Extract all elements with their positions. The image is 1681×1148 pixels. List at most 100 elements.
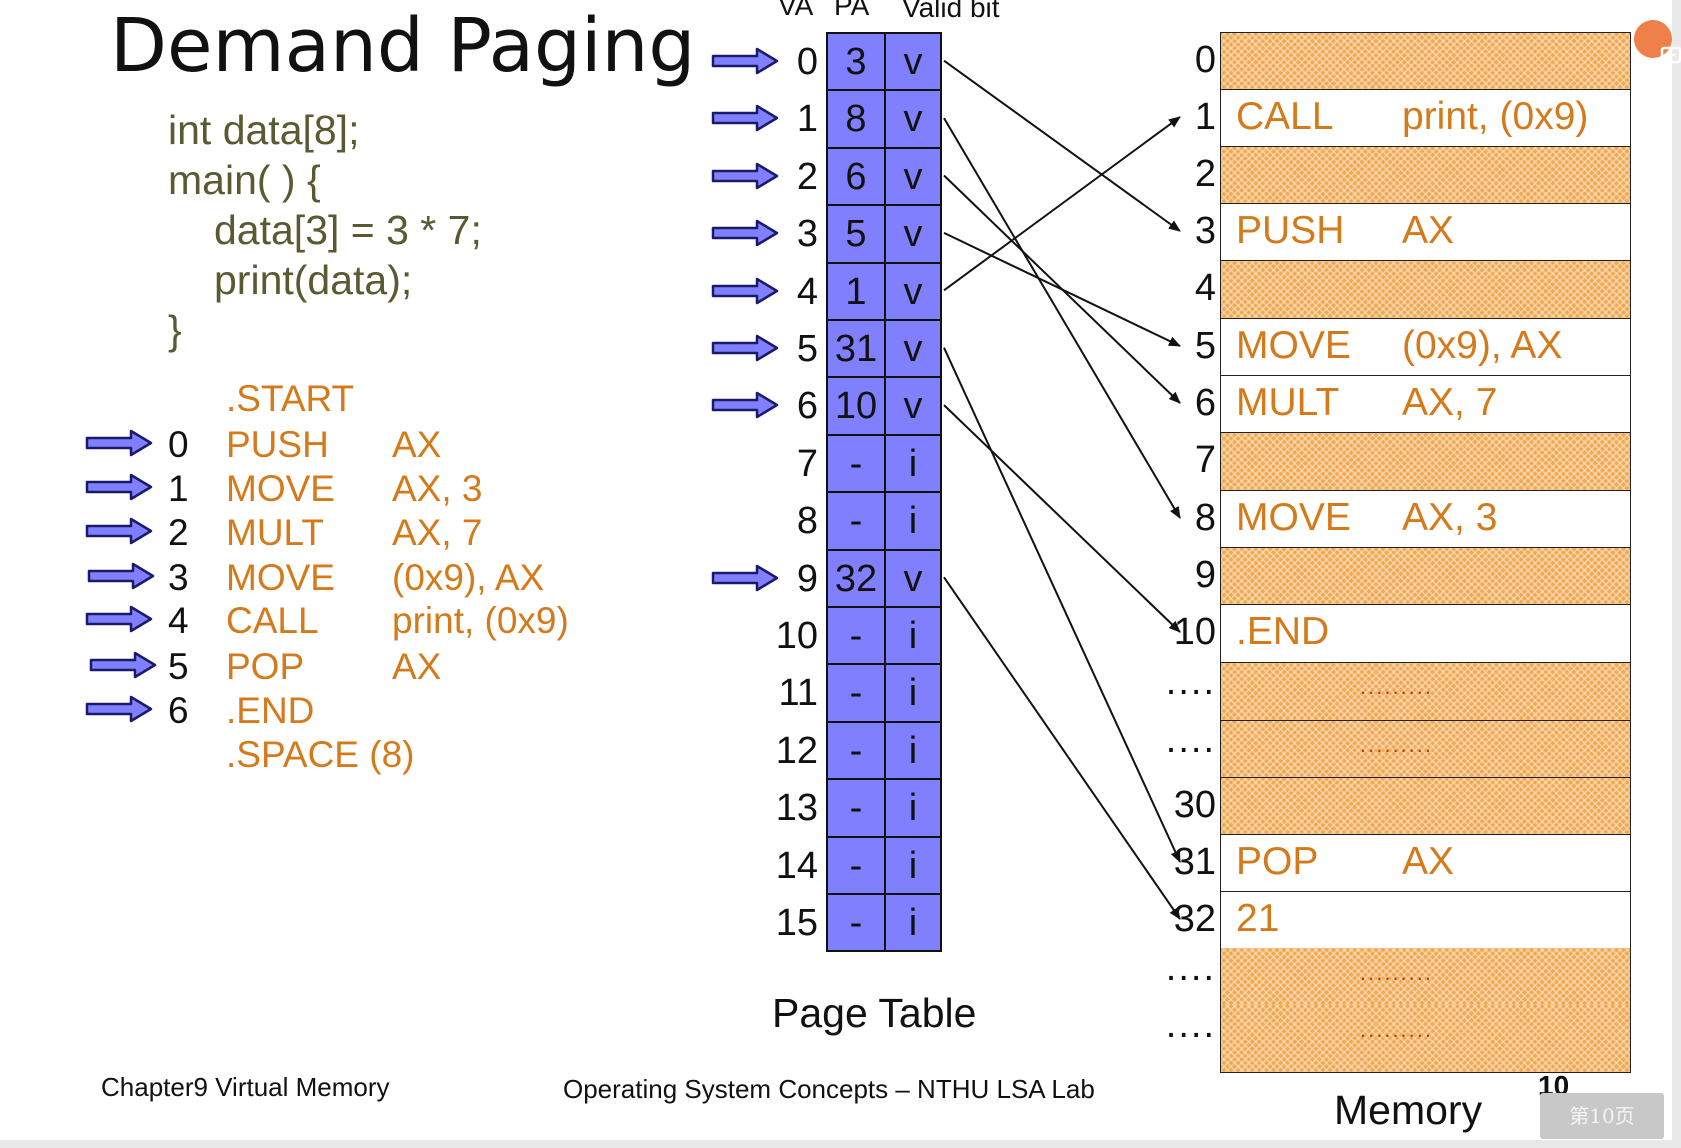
arrow-right-icon	[711, 105, 779, 132]
memory-frame	[1220, 318, 1631, 376]
arrow-right-icon	[711, 392, 779, 419]
frame-number: 10	[1173, 611, 1216, 653]
valid-bit-header: Valid bit	[902, 0, 1000, 23]
memory-frame	[1220, 146, 1631, 204]
va-header: VA	[778, 0, 814, 21]
memory-operand: AX	[1402, 209, 1455, 252]
code-line: main( ) {	[168, 157, 321, 203]
va-number: 11	[778, 672, 818, 715]
valid-bit-cell: i	[884, 893, 942, 953]
arrow-right-icon	[711, 564, 779, 591]
memory-frame	[1220, 777, 1631, 835]
frame-number: 4	[1194, 267, 1216, 309]
arrow-right-icon	[711, 47, 779, 75]
va-number: 6	[796, 385, 818, 428]
memory-frame	[1220, 891, 1631, 949]
arrow-right-icon	[85, 517, 153, 545]
valid-bit-cell: i	[884, 778, 942, 838]
va-number: 1	[796, 98, 818, 141]
arrow-right-icon	[85, 429, 153, 457]
valid-bit-cell: v	[884, 32, 942, 92]
frame-number: 5	[1194, 325, 1216, 367]
memory-ellipsis: .........	[1360, 674, 1434, 699]
memory-operand: AX, 7	[1402, 381, 1498, 424]
asm-opcode: PUSH	[226, 424, 329, 465]
va-number: 15	[775, 902, 818, 944]
pa-cell: 6	[826, 146, 886, 207]
frame-number: ....	[1165, 719, 1216, 761]
code-line: int data[8];	[168, 107, 360, 153]
overlay-action-icon[interactable]	[1634, 20, 1681, 71]
asm-line-number: 0	[168, 424, 189, 465]
memory-frame	[1220, 948, 1631, 1006]
mapping-arrow	[943, 231, 1181, 347]
pa-cell: 8	[826, 89, 886, 149]
memory-opcode: .END	[1236, 610, 1330, 653]
frame-number: ....	[1165, 947, 1216, 989]
arrow-right-icon	[711, 162, 779, 190]
valid-bit-cell: v	[884, 146, 942, 207]
asm-opcode: .END	[226, 690, 315, 731]
frame-number: 7	[1194, 439, 1216, 481]
asm-start: .START	[226, 378, 355, 419]
asm-opcode: POP	[226, 646, 305, 687]
asm-line-number: 1	[168, 468, 189, 509]
memory-ellipsis: .........	[1360, 960, 1434, 985]
code-line: print(data);	[214, 257, 413, 303]
asm-line-number: 2	[168, 512, 189, 553]
asm-space: .SPACE (8)	[226, 734, 415, 775]
asm-line-number: 3	[168, 557, 189, 598]
memory-opcode: 21	[1236, 897, 1280, 940]
memory-operand: print, (0x9)	[1402, 95, 1589, 138]
asm-opcode: MULT	[226, 512, 324, 553]
va-number: 10	[775, 615, 818, 657]
va-number: 4	[796, 270, 818, 313]
valid-bit-cell: i	[884, 433, 942, 494]
frame-number: ....	[1165, 661, 1216, 703]
va-number: 8	[796, 500, 818, 543]
va-number: 5	[796, 328, 818, 370]
frame-number: 6	[1194, 382, 1216, 424]
memory-opcode: MOVE	[1236, 496, 1351, 539]
page-table-caption: Page Table	[772, 990, 977, 1036]
va-number: 7	[796, 442, 818, 485]
va-number: 0	[796, 41, 818, 83]
memory-frame	[1220, 260, 1631, 319]
asm-operand: print, (0x9)	[392, 600, 569, 641]
memory-frame	[1220, 490, 1631, 548]
arrow-right-icon	[89, 651, 157, 679]
mapping-arrow	[943, 117, 1181, 519]
code-line: data[3] = 3 * 7;	[214, 207, 482, 253]
frame-number: 2	[1194, 153, 1216, 195]
arrow-right-icon	[85, 473, 153, 501]
mapping-arrow	[943, 404, 1181, 633]
va-number: 14	[775, 844, 818, 887]
arrow-right-icon	[711, 277, 779, 304]
arrow-right-icon	[85, 695, 153, 723]
code-line: }	[168, 307, 182, 353]
memory-frame	[1220, 203, 1631, 261]
arrow-right-icon	[711, 219, 779, 247]
memory-ellipsis: .........	[1360, 732, 1434, 757]
va-number: 12	[775, 729, 818, 772]
memory-frame	[1220, 1005, 1631, 1073]
asm-line-number: 5	[168, 646, 189, 687]
asm-opcode: CALL	[226, 600, 319, 641]
asm-operand: AX	[392, 646, 442, 687]
page-title: Demand Paging	[110, 3, 696, 89]
memory-frame	[1220, 662, 1631, 721]
va-number: 13	[775, 787, 818, 830]
frame-number: 1	[1194, 96, 1216, 138]
valid-bit-cell: v	[884, 261, 942, 321]
memory-opcode: POP	[1236, 840, 1319, 883]
va-number: 2	[796, 155, 818, 198]
arrow-right-icon	[711, 334, 779, 362]
pa-cell: -	[826, 433, 886, 494]
memory-frame	[1220, 432, 1631, 491]
page-indicator[interactable]: 第10页	[1540, 1093, 1664, 1139]
arrow-right-icon	[87, 562, 155, 590]
asm-opcode: MOVE	[226, 468, 335, 509]
footer-chapter: Chapter9 Virtual Memory	[101, 1072, 390, 1102]
